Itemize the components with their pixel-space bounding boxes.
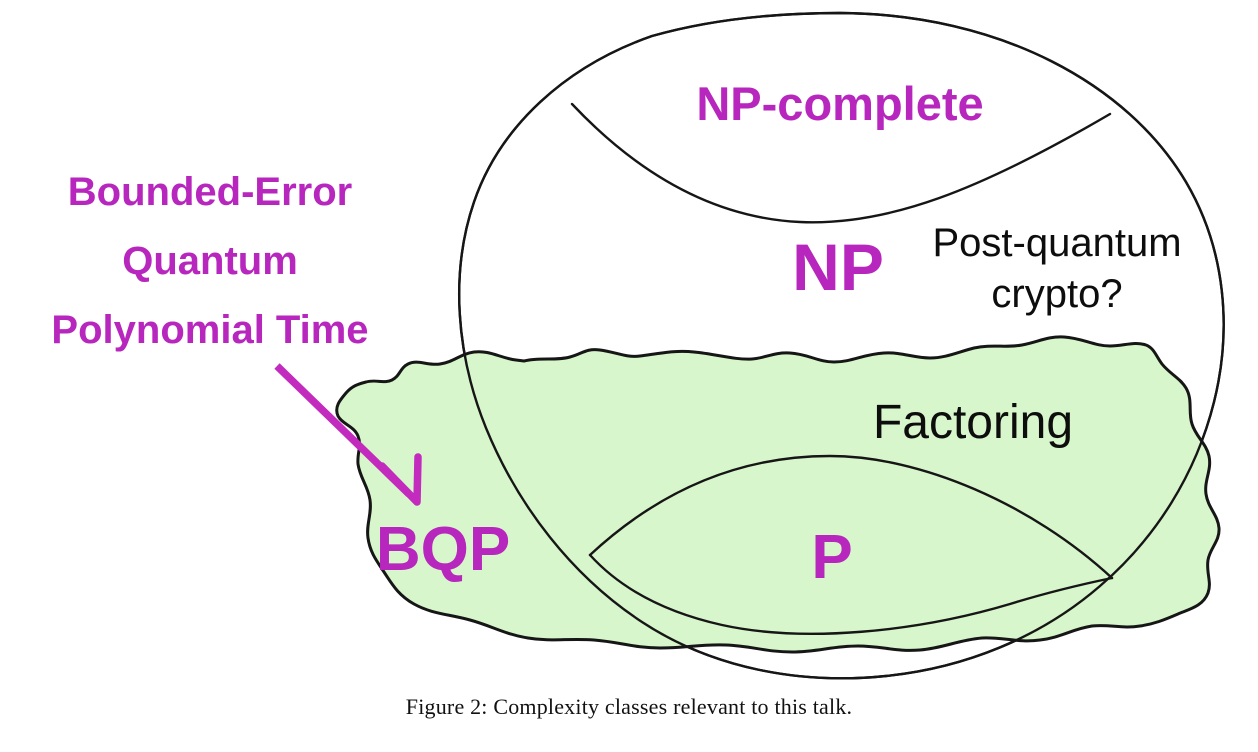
bqp-blob-region bbox=[335, 335, 1221, 654]
label-factoring: Factoring bbox=[873, 396, 1073, 449]
label-np-complete: NP-complete bbox=[696, 77, 983, 130]
label-post-quantum-crypto-line2: crypto? bbox=[991, 272, 1122, 316]
label-np: NP bbox=[792, 230, 884, 304]
callout-line-3: Polynomial Time bbox=[51, 308, 368, 352]
p-lens-upper-arc bbox=[588, 454, 1114, 580]
callout-arrow-head bbox=[378, 453, 422, 506]
np-circle-overlay bbox=[458, 11, 1225, 680]
callout-line-2: Quantum bbox=[122, 239, 298, 283]
p-lens-lower-arc bbox=[588, 553, 1114, 635]
label-bqp: BQP bbox=[376, 515, 510, 584]
figure-caption: Figure 2: Complexity classes relevant to… bbox=[405, 694, 853, 719]
label-p: P bbox=[811, 523, 852, 592]
label-post-quantum-crypto-line1: Post-quantum bbox=[932, 221, 1181, 265]
np-complete-lens-outline bbox=[570, 102, 1112, 224]
callout-line-1: Bounded-Error bbox=[68, 170, 352, 214]
